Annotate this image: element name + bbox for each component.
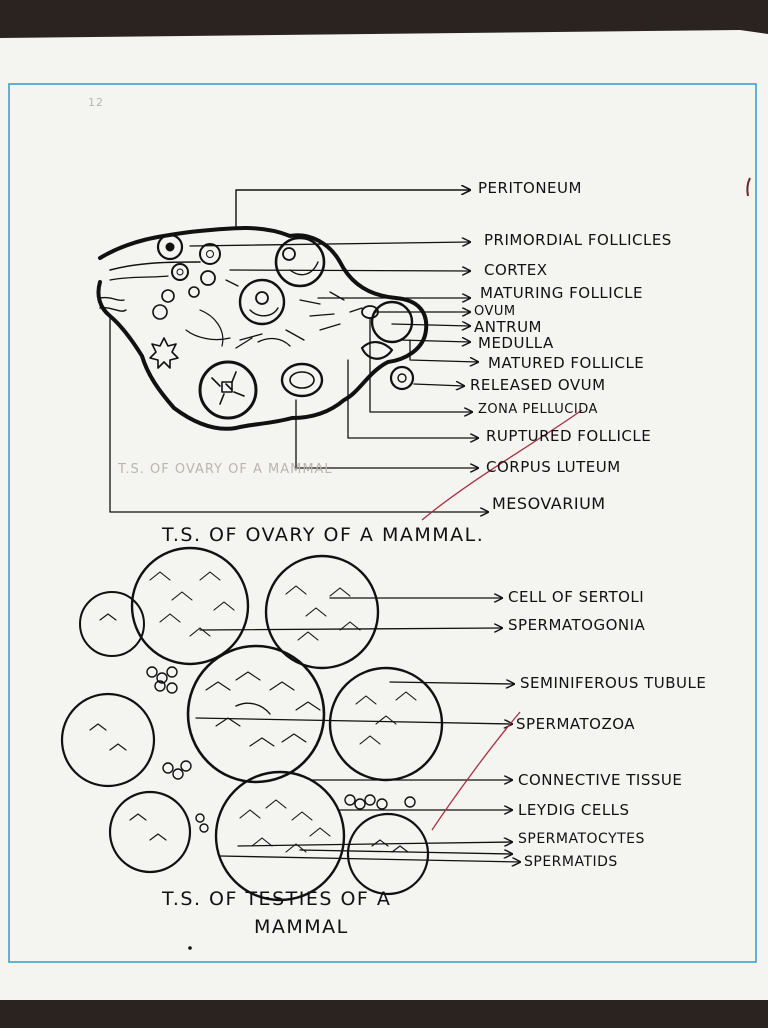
label-spermatogonia: SPERMATOGONIA <box>508 616 646 634</box>
tubule-top-right <box>264 554 380 670</box>
label-spermatids: SPERMATIDS <box>524 854 618 870</box>
label-released-ovum: RELEASED OVUM <box>470 376 606 394</box>
testis-drawing <box>60 546 520 902</box>
red-pen-stroke-testis <box>431 711 521 831</box>
label-primordial-follicles: PRIMORDIAL FOLLICLES <box>484 231 672 249</box>
label-corpus-luteum: CORPUS LUTEUM <box>486 458 621 476</box>
label-connective-tissue: CONNECTIVE TISSUE <box>518 771 683 789</box>
paper-sheet <box>0 30 768 1000</box>
caption-testis-line2: MAMMAL <box>254 916 349 938</box>
caption-ovary: T.S. OF OVARY OF A MAMMAL. <box>162 524 485 546</box>
label-medulla: MEDULLA <box>478 334 554 352</box>
ovary-drawing <box>96 190 488 512</box>
tubule-bottom <box>214 770 346 902</box>
red-pen-stroke-ovary <box>421 409 583 521</box>
ink-dot <box>188 946 192 950</box>
label-ovum: OVUM <box>474 304 516 319</box>
tubule-left <box>60 692 156 788</box>
page-number: 12 <box>88 96 104 109</box>
label-spermatozoa: SPERMATOZOA <box>516 715 636 733</box>
label-spermatocytes: SPERMATOCYTES <box>518 831 645 847</box>
label-cortex: CORTEX <box>484 261 548 279</box>
ovary-outline <box>96 226 429 431</box>
ghost-text: T.S. OF OVARY OF A MAMMAL <box>118 462 333 477</box>
tubule-far-left <box>79 591 145 657</box>
tubule-bottom-left <box>108 790 192 874</box>
tubule-bottom-right <box>346 812 430 896</box>
label-maturing-follicle: MATURING FOLLICLE <box>480 284 644 302</box>
label-cell-of-sertoli: CELL OF SERTOLI <box>508 588 645 606</box>
page-border <box>8 83 757 963</box>
label-leydig-cells: LEYDIG CELLS <box>518 801 630 819</box>
label-seminiferous-tubule: SEMINIFEROUS TUBULE <box>520 674 707 692</box>
stray-mark <box>746 177 751 197</box>
tubule-top-left <box>130 546 250 666</box>
label-ruptured-follicle: RUPTURED FOLLICLE <box>486 427 652 445</box>
label-mesovarium: MESOVARIUM <box>492 494 606 513</box>
label-zona-pellucida: ZONA PELLUCIDA <box>478 402 598 417</box>
label-antrum: ANTRUM <box>474 318 542 336</box>
caption-testis-line1: T.S. OF TESTIES OF A <box>162 888 392 910</box>
label-matured-follicle: MATURED FOLLICLE <box>488 354 645 372</box>
tubule-center <box>186 644 326 784</box>
label-peritoneum: PERITONEUM <box>478 179 582 197</box>
